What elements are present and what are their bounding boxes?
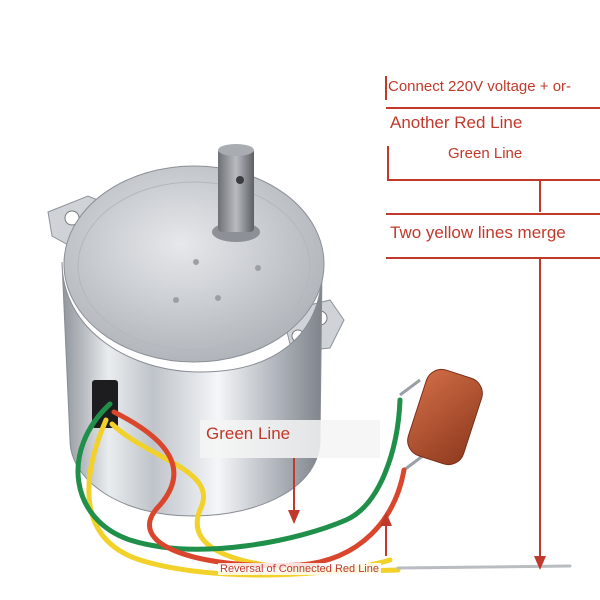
red-wire xyxy=(111,409,407,569)
label-connect-voltage: Connect 220V voltage + or- xyxy=(388,78,572,95)
label-reversal-red-line: Reversal of Connected Red Line xyxy=(218,563,381,575)
label-green-line-bottom: Green Line xyxy=(200,420,380,458)
motor-shaft xyxy=(218,148,254,232)
wire-bundle xyxy=(75,397,572,578)
label-yellow-merge: Two yellow lines merge xyxy=(390,223,566,243)
green-wire xyxy=(75,397,403,552)
label-green-line-top: Green Line xyxy=(448,145,523,162)
capacitor xyxy=(399,368,483,472)
stripped-wire-end xyxy=(396,564,572,570)
label-another-red-line: Another Red Line xyxy=(390,113,523,133)
annotation-arrowheads xyxy=(288,510,546,570)
annotation-lines xyxy=(293,76,600,560)
